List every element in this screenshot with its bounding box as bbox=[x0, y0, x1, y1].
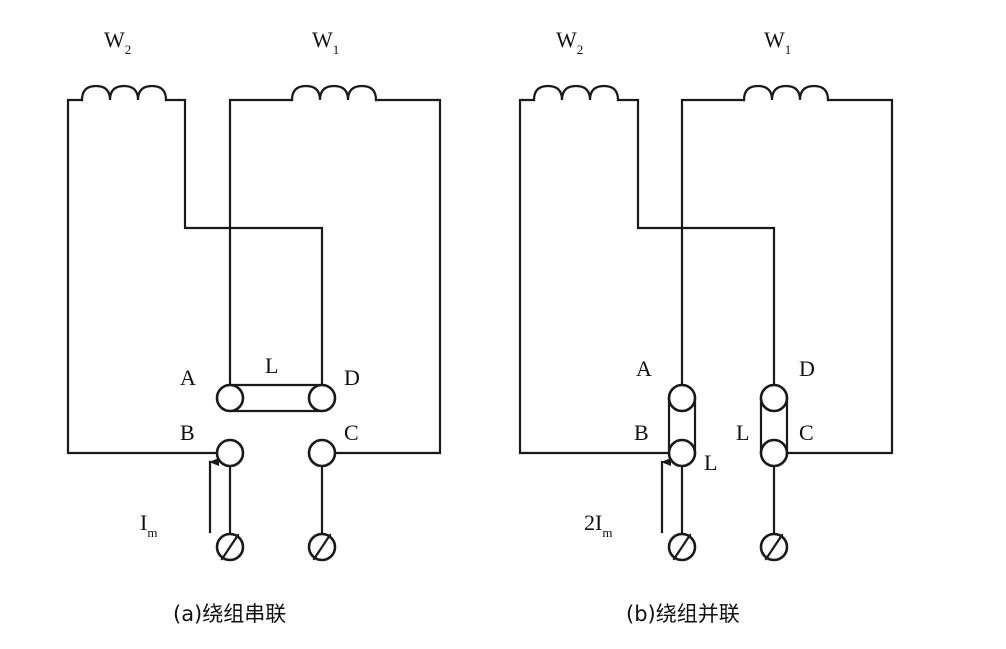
panel-b-terminal-b bbox=[667, 438, 697, 468]
panel-b-link-left-bar bbox=[667, 396, 697, 455]
panel-b-link-right-bar bbox=[759, 396, 789, 455]
panel-a-screw-terminal-right-icon bbox=[307, 532, 337, 562]
panel-a-series: W2 W1 A L D B C Im (a)绕组串联 bbox=[66, 27, 442, 626]
panel-b-w1-coil-icon bbox=[742, 84, 830, 102]
panel-a-link-bar bbox=[228, 383, 324, 413]
panel-b-w2-label: W2 bbox=[556, 27, 583, 57]
panel-a-w2-coil-icon bbox=[80, 84, 168, 102]
panel-b-screw-terminal-right-icon bbox=[759, 532, 789, 562]
panel-b-w1-label: W1 bbox=[764, 27, 791, 57]
panel-a-terminal-c bbox=[307, 438, 337, 468]
panel-b-caption: (b)绕组并联 bbox=[626, 602, 740, 626]
panel-a-w2-label: W2 bbox=[104, 27, 131, 57]
panel-a-link-label: L bbox=[265, 353, 278, 378]
panel-b-terminal-b-label: B bbox=[634, 420, 649, 445]
panel-a-terminal-d-label: D bbox=[344, 365, 360, 390]
panel-a-w1-label: W1 bbox=[312, 27, 339, 57]
panel-a-screw-terminal-left-icon bbox=[215, 532, 245, 562]
panel-b-parallel: W2 W1 A D B L L C 2Im (b)绕组并联 bbox=[518, 27, 894, 626]
panel-b-terminal-a-label: A bbox=[636, 356, 652, 381]
panel-a-caption: (a)绕组串联 bbox=[173, 602, 286, 626]
panel-b-link-right-label: L bbox=[736, 420, 749, 445]
panel-a-terminal-d bbox=[307, 383, 337, 413]
panel-b-w2-coil-icon bbox=[532, 84, 620, 102]
panel-a-terminal-b bbox=[215, 438, 245, 468]
panel-a-terminal-a-label: A bbox=[180, 365, 196, 390]
panel-b-screw-terminal-left-icon bbox=[667, 532, 697, 562]
panel-a-w2-loop bbox=[66, 98, 324, 455]
panel-a-terminal-a bbox=[215, 383, 245, 413]
panel-b-w1-loop bbox=[680, 98, 894, 455]
panel-b-w2-loop bbox=[518, 98, 776, 455]
panel-a-w1-coil-icon bbox=[290, 84, 378, 102]
panel-b-terminal-a bbox=[667, 383, 697, 413]
panel-b-terminal-c bbox=[759, 438, 789, 468]
panel-a-terminal-c-label: C bbox=[344, 420, 359, 445]
panel-a-w1-loop bbox=[228, 98, 442, 455]
panel-a-current-label: Im bbox=[140, 510, 157, 540]
panel-b-link-left-label: L bbox=[704, 450, 717, 475]
panel-b-terminal-c-label: C bbox=[799, 420, 814, 445]
panel-a-terminal-b-label: B bbox=[180, 420, 195, 445]
panel-b-current-label: 2Im bbox=[584, 510, 612, 540]
panel-b-terminal-d-label: D bbox=[799, 356, 815, 381]
panel-b-terminal-d bbox=[759, 383, 789, 413]
